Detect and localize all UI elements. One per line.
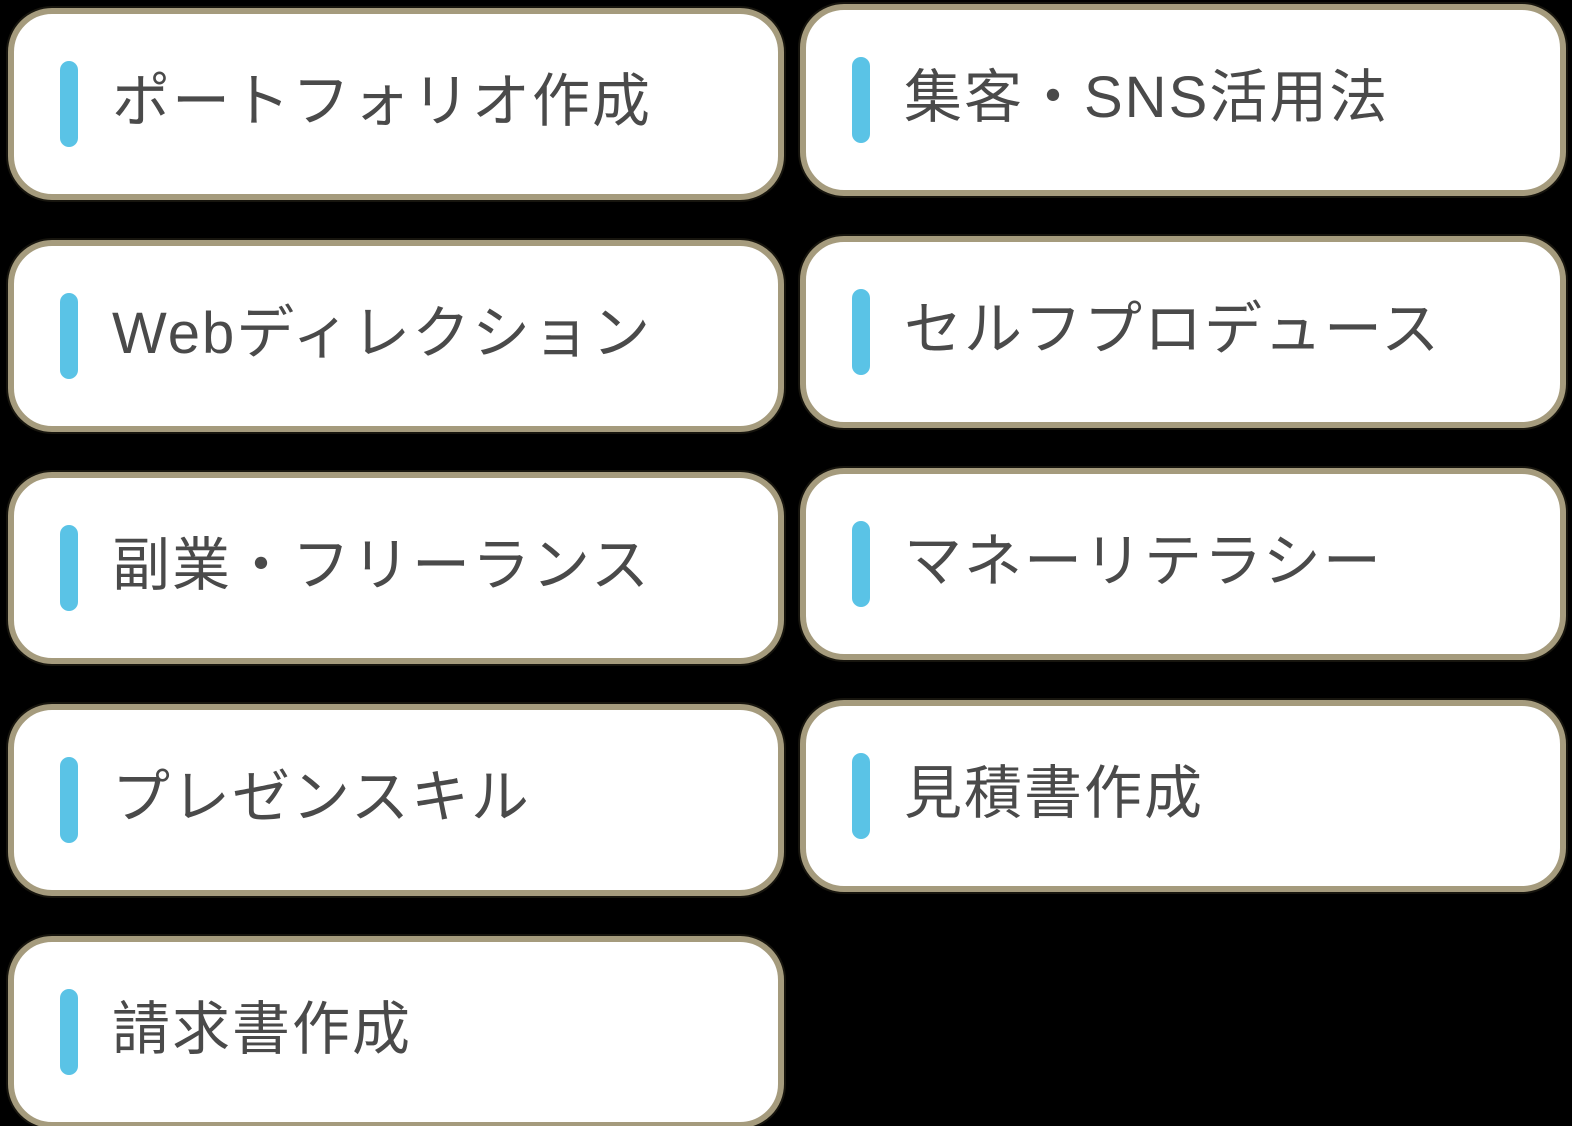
- topic-label: ポートフォリオ作成: [112, 69, 653, 134]
- topic-card: マネーリテラシー: [800, 468, 1566, 660]
- accent-bar: [60, 989, 78, 1075]
- card-column-right: 集客・SNS活用法 セルフプロデュース マネーリテラシー 見積書作成: [800, 4, 1566, 892]
- accent-bar: [852, 57, 870, 143]
- topic-card: 見積書作成: [800, 700, 1566, 892]
- accent-bar: [60, 61, 78, 147]
- topic-label: 副業・フリーランス: [112, 533, 651, 598]
- topic-label: 集客・SNS活用法: [904, 65, 1390, 130]
- topic-label: セルフプロデュース: [904, 297, 1442, 362]
- topic-label: 請求書作成: [112, 997, 413, 1062]
- topic-card: 請求書作成: [8, 936, 784, 1126]
- accent-bar: [60, 293, 78, 379]
- accent-bar: [60, 525, 78, 611]
- topic-card: ポートフォリオ作成: [8, 8, 784, 200]
- accent-bar: [852, 289, 870, 375]
- topic-card: プレゼンスキル: [8, 704, 784, 896]
- card-column-left: ポートフォリオ作成 Webディレクション 副業・フリーランス プレゼンスキル 請…: [8, 8, 784, 1126]
- accent-bar: [852, 521, 870, 607]
- topic-label: Webディレクション: [112, 301, 653, 366]
- topic-label: マネーリテラシー: [904, 529, 1383, 594]
- accent-bar: [60, 757, 78, 843]
- accent-bar: [852, 753, 870, 839]
- topic-card: Webディレクション: [8, 240, 784, 432]
- topic-card: 副業・フリーランス: [8, 472, 784, 664]
- topic-label: 見積書作成: [904, 761, 1205, 826]
- topic-card: セルフプロデュース: [800, 236, 1566, 428]
- topic-label: プレゼンスキル: [112, 765, 531, 830]
- topic-card: 集客・SNS活用法: [800, 4, 1566, 196]
